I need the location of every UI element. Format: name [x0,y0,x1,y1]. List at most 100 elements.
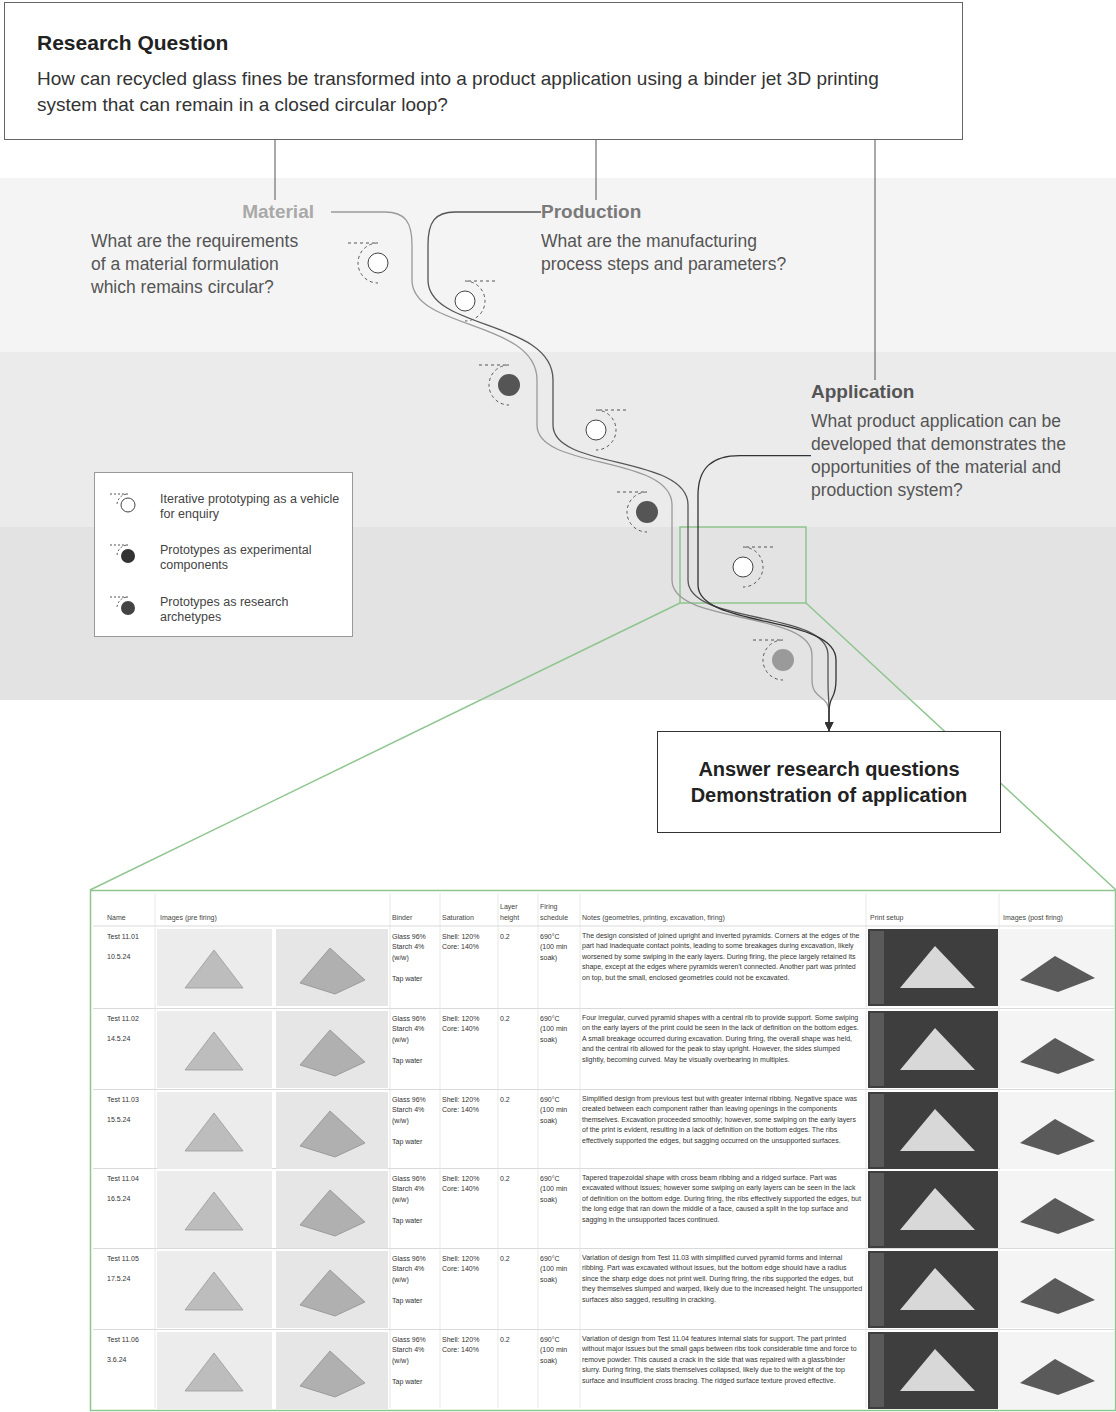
legend-icon [121,498,135,512]
illustration-part [866,893,867,1408]
table-rules [93,926,1114,1330]
notes-cell: Four irregular, curved pyramid shapes wi… [582,1013,863,1065]
saturation-cell: Shell: 120% Core: 140% [442,1095,492,1116]
prototype-circle [586,420,606,440]
question-heading: Production [541,200,811,224]
table-header: Images (post firing) [1003,895,1113,923]
binder-cell: Tap water [392,1296,438,1306]
saturation-cell: Shell: 120% Core: 140% [442,932,492,953]
firing-cell: 690°C (100 min soak) [540,1014,574,1045]
illustration-part [93,1329,1114,1330]
outcome-box: Answer research questionsDemonstration o… [657,731,1001,833]
test-name: Test 11.03 [107,1095,152,1105]
binder-cell: Glass 96% Starch 4% (w/w) [392,932,438,963]
legend-icon [121,601,135,615]
notes-cell: Tapered trapezoidal shape with cross bea… [582,1173,863,1225]
outcome-text: Demonstration of application [691,782,968,808]
illustration-part [93,926,1114,927]
row-images [157,1011,1114,1088]
row-images [157,1171,1114,1248]
prototype-circle [772,649,794,671]
illustration-part [498,893,499,1408]
question-box: Research QuestionHow can recycled glass … [4,2,963,140]
test-date: 15.5.24 [107,1115,152,1125]
sub-question: MaterialWhat are the requirements of a m… [91,200,331,299]
saturation-cell: Shell: 120% Core: 140% [442,1254,492,1275]
table-header: Images (pre firing) [160,895,360,923]
illustration-part [155,893,156,1408]
question-heading: Material [91,200,331,224]
binder-cell: Tap water [392,1137,438,1147]
connector [331,212,829,731]
layer-cell: 0.2 [500,932,536,942]
row-images [157,929,1114,1006]
question-heading: Application [811,380,1101,404]
notes-cell: Simplified design from previous test but… [582,1094,863,1146]
firing-cell: 690°C (100 min soak) [540,932,574,963]
prototype-circle [733,557,753,577]
table-header: Layer height [500,895,536,923]
table-header: Saturation [442,895,494,923]
connector [275,140,276,200]
test-date: 16.5.24 [107,1194,152,1204]
binder-cell: Glass 96% Starch 4% (w/w) [392,1254,438,1285]
binder-cell: Tap water [392,974,438,984]
sub-question: ApplicationWhat product application can … [811,380,1101,502]
table-header: Binder [392,895,438,923]
dashed-arcs [348,243,783,680]
band [0,178,1116,352]
legend-text: Iterative prototyping as a vehicle for e… [160,492,345,522]
layer-cell: 0.2 [500,1254,536,1264]
saturation-cell: Shell: 120% Core: 140% [442,1335,492,1356]
test-name: Test 11.05 [107,1254,152,1264]
legend-text: Prototypes as research archetypes [160,595,345,625]
test-date: 3.6.24 [107,1355,152,1365]
binder-cell: Glass 96% Starch 4% (w/w) [392,1095,438,1126]
table-frame [91,891,1116,1411]
notes-cell: Variation of design from Test 11.03 with… [582,1253,863,1305]
row-images [157,1092,1114,1169]
test-name: Test 11.01 [107,932,152,942]
firing-cell: 690°C (100 min soak) [540,1335,574,1366]
table-header: Firing schedule [540,895,580,923]
firing-cell: 690°C (100 min soak) [540,1254,574,1285]
question-body: What are the requirements of a material … [91,230,306,299]
band [0,527,1116,700]
connector [875,140,876,380]
binder-cell: Glass 96% Starch 4% (w/w) [392,1174,438,1205]
layer-cell: 0.2 [500,1335,536,1345]
illustration-part [93,1008,1114,1009]
legend-box [95,473,353,637]
zoom-line [90,603,680,890]
sub-question: ProductionWhat are the manufacturing pro… [541,200,811,276]
test-name: Test 11.02 [107,1014,152,1024]
table-header: Name [107,895,152,923]
row-images [157,1251,1114,1328]
illustration-part [93,1089,1114,1090]
illustration-part [999,893,1000,1408]
band [0,352,1116,527]
test-name: Test 11.04 [107,1174,152,1184]
illustration-part [93,1248,1114,1249]
table-header: Notes (geometries, printing, excavation,… [582,895,862,923]
binder-cell: Glass 96% Starch 4% (w/w) [392,1335,438,1366]
illustration-part [538,893,539,1408]
notes-cell: Variation of design from Test 11.04 feat… [582,1334,863,1386]
notes-cell: The design consisted of joined upright a… [582,931,863,983]
question-body: What product application can be develope… [811,410,1101,502]
prototype-circle [636,501,658,523]
box-title: Research Question [37,30,930,56]
layer-cell: 0.2 [500,1174,536,1184]
test-name: Test 11.06 [107,1335,152,1345]
test-date: 14.5.24 [107,1034,152,1044]
layer-cell: 0.2 [500,1095,536,1105]
binder-cell: Tap water [392,1377,438,1387]
legend-icon [121,549,135,563]
binder-cell: Glass 96% Starch 4% (w/w) [392,1014,438,1045]
connector [596,140,597,200]
question-body: What are the manufacturing process steps… [541,230,811,276]
binder-cell: Tap water [392,1216,438,1226]
saturation-cell: Shell: 120% Core: 140% [442,1014,492,1035]
layer-cell: 0.2 [500,1014,536,1024]
